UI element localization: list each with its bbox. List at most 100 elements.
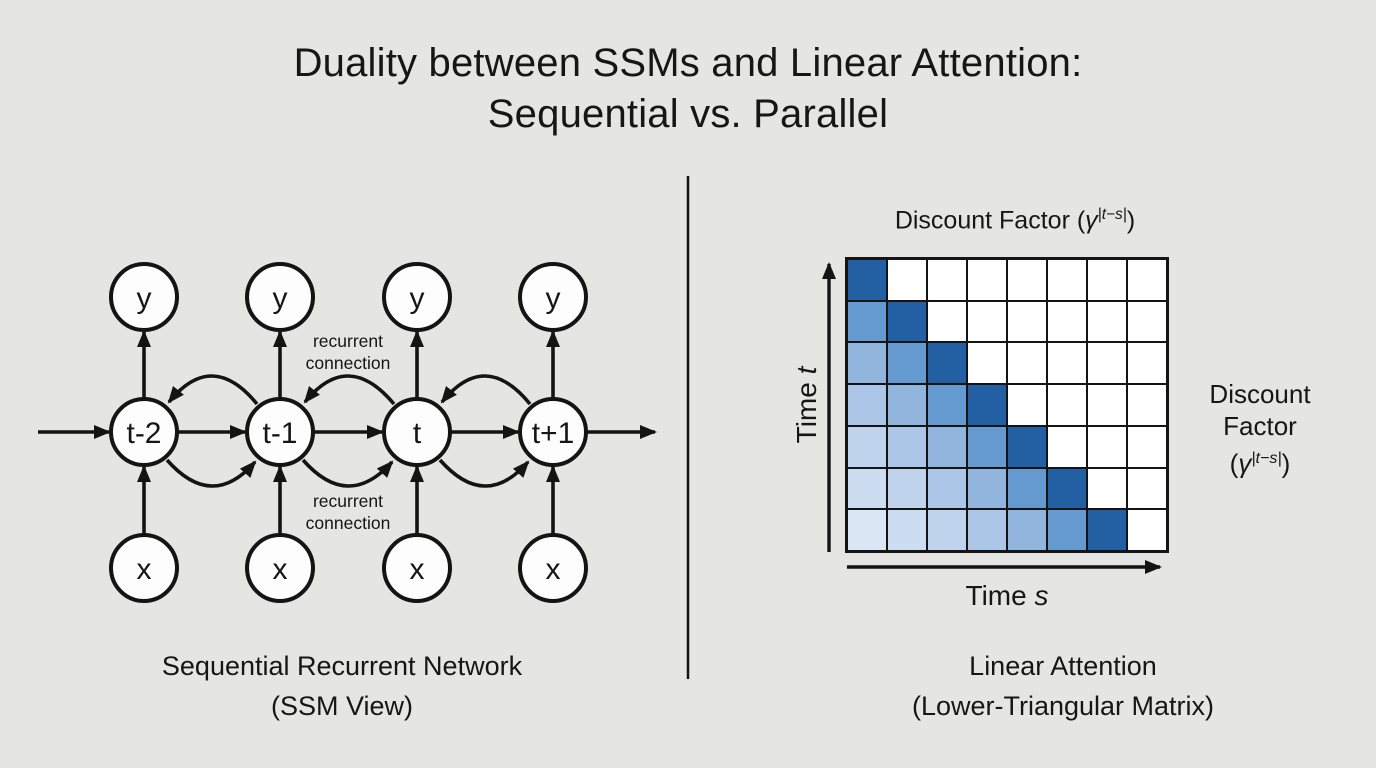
output-arrows (137, 330, 560, 398)
discount-factor-side-label: Discount Factor (γ|t−s|) (1185, 378, 1335, 480)
matrix-cell (928, 385, 966, 425)
node-labels: y y y y t-2 t-1 t t+1 x x x x (126, 282, 574, 586)
matrix-cell (848, 426, 886, 467)
matrix-cell (1088, 343, 1126, 384)
left-caption-line-1: Sequential Recurrent Network (161, 651, 523, 681)
y-node-label-2: y (273, 282, 288, 315)
x-axis-label: Time s (965, 580, 1049, 611)
matrix-cell (1088, 260, 1126, 300)
matrix-cell (1048, 343, 1086, 384)
recurrent-arc-bottom-3 (438, 458, 530, 488)
x-node-label-2: x (273, 553, 288, 586)
right-caption-line-1: Linear Attention (969, 651, 1157, 681)
recurrent-arc-top-1 (167, 374, 259, 406)
matrix-cell (1128, 468, 1166, 509)
matrix-cell (968, 343, 1006, 384)
matrix-cell (928, 343, 966, 384)
left-caption-line-2: (SSM View) (270, 691, 414, 721)
y-axis-label: Time t (791, 366, 822, 444)
y-node-label-3: y (410, 282, 425, 315)
matrix-title: Discount Factor (γ|t−s|) (845, 206, 1185, 235)
matrix-cell (968, 260, 1006, 300)
matrix-cell (888, 385, 926, 425)
matrix-cell (848, 343, 886, 384)
gamma-exponent: |t−s| (1251, 449, 1282, 467)
matrix-cell (1008, 510, 1046, 550)
nodes (109, 262, 588, 603)
matrix-cell (1008, 385, 1046, 425)
recurrent-arc-top-3 (440, 374, 532, 406)
y-node-label-4: y (546, 282, 561, 315)
matrix-cell (968, 468, 1006, 509)
state-node-4 (518, 397, 588, 467)
state-node-3 (382, 397, 452, 467)
matrix-cell (1008, 426, 1046, 467)
recurrent-connection-labels: recurrent connection recurrent connectio… (306, 331, 391, 533)
right-caption-line-2: (Lower-Triangular Matrix) (911, 691, 1215, 721)
matrix-cell (1088, 468, 1126, 509)
x-node-label-1: x (137, 553, 152, 586)
matrix-cell (928, 426, 966, 467)
figure-title: Duality between SSMs and Linear Attentio… (0, 38, 1376, 140)
matrix-cell (1128, 260, 1166, 300)
matrix-axes (822, 262, 1162, 574)
recurrent-arc-bottom-1 (165, 458, 257, 488)
state-node-1 (109, 397, 179, 467)
matrix-cell (1008, 301, 1046, 342)
title-line-1: Duality between SSMs and Linear Attentio… (293, 41, 1083, 85)
state-node-label-3: t (413, 417, 422, 450)
title-line-2: Sequential vs. Parallel (487, 92, 889, 136)
matrix-cell (1128, 426, 1166, 467)
matrix-cell (848, 385, 886, 425)
matrix-cell (968, 301, 1006, 342)
x-node-2 (245, 533, 315, 603)
recurrent-connection-label-top-line1: recurrent (313, 331, 383, 351)
matrix-cell (968, 426, 1006, 467)
recurrent-arc-bottom-2 (301, 458, 394, 488)
matrix-cell (1008, 468, 1046, 509)
matrix-cell (928, 260, 966, 300)
x-node-1 (109, 533, 179, 603)
left-caption: Sequential Recurrent Network (SSM View) (60, 646, 624, 726)
matrix-cell (1048, 426, 1086, 467)
x-node-label-4: x (546, 553, 561, 586)
y-node-4 (518, 262, 588, 332)
side-label-line-2: Factor (1223, 411, 1297, 441)
discount-matrix-grid (845, 257, 1169, 553)
matrix-cell (1128, 510, 1166, 550)
x-node-4 (518, 533, 588, 603)
recurrent-connection-label-bottom-line1: recurrent (313, 491, 383, 511)
matrix-cell (928, 468, 966, 509)
matrix-cell (1048, 385, 1086, 425)
matrix-cell (968, 385, 1006, 425)
y-node-3 (382, 262, 452, 332)
matrix-cell (1048, 301, 1086, 342)
matrix-cell (928, 301, 966, 342)
ssm-diagram: y y y y t-2 t-1 t t+1 x x x x recurrent … (38, 262, 657, 603)
matrix-title-text: Discount Factor ( (894, 206, 1086, 235)
matrix-cell (1128, 343, 1166, 384)
state-node-label-1: t-2 (126, 417, 161, 450)
matrix-cell (1088, 426, 1126, 467)
matrix-cell (1088, 510, 1126, 550)
matrix-cell (888, 260, 926, 300)
y-node-1 (109, 262, 179, 332)
gamma-symbol: γ (1238, 448, 1252, 479)
gamma-exponent: |t−s| (1097, 206, 1127, 223)
matrix-cell (888, 301, 926, 342)
matrix-cell (888, 426, 926, 467)
matrix-cell (848, 510, 886, 550)
matrix-cell (888, 510, 926, 550)
right-caption: Linear Attention (Lower-Triangular Matri… (833, 646, 1293, 726)
input-arrows (137, 465, 560, 534)
state-node-2 (245, 397, 315, 467)
recurrent-connection-label-top-line2: connection (306, 353, 391, 373)
matrix-cell (1008, 343, 1046, 384)
matrix-cell (1128, 385, 1166, 425)
matrix-cell (1128, 301, 1166, 342)
matrix-cell (1048, 510, 1086, 550)
x-node-label-3: x (410, 553, 425, 586)
recurrent-arcs (165, 374, 532, 488)
side-label-line-3: (γ|t−s|) (1229, 448, 1291, 479)
